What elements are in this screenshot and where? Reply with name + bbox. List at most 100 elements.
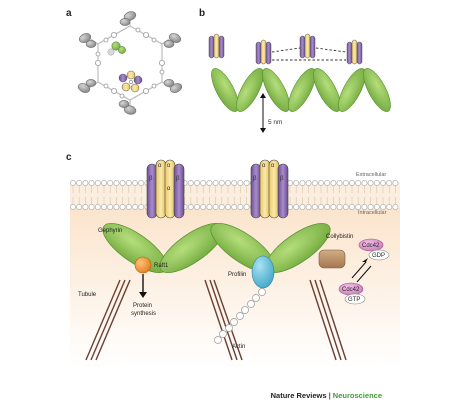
lipid-head <box>231 180 238 186</box>
lipid-head <box>88 180 95 186</box>
lipid-head <box>138 180 145 186</box>
lipid-head <box>187 204 194 210</box>
lipid-head <box>305 180 312 186</box>
lipid-head <box>305 204 312 210</box>
exchange-arrowhead-up <box>362 258 368 262</box>
lipid-head <box>386 204 393 210</box>
panel-b-scale-arrow: 5 nm <box>260 93 282 133</box>
lipid-head <box>237 204 244 210</box>
lipid-head <box>212 204 219 210</box>
lipid-head <box>187 180 194 186</box>
lipid-head <box>373 204 380 210</box>
panel-b-receptors <box>208 33 363 65</box>
lipid-head <box>218 180 225 186</box>
lipid-head <box>125 180 132 186</box>
lipid-head <box>231 204 238 210</box>
publisher-name: Nature Reviews <box>270 391 327 400</box>
subunit-beta-label: β <box>253 176 257 182</box>
subunit-alpha-label: α <box>262 163 266 169</box>
lipid-head <box>386 180 393 186</box>
lipid-head <box>82 180 89 186</box>
membrane-band <box>70 182 400 208</box>
lipid-head <box>94 204 101 210</box>
lipid-head <box>200 180 207 186</box>
tubule-lines <box>85 279 347 361</box>
scale-label: 5 nm <box>268 119 282 126</box>
lipid-head <box>299 204 306 210</box>
lipid-head <box>200 204 207 210</box>
lipid-head <box>194 204 200 210</box>
lipid-head <box>70 204 76 210</box>
lipid-head <box>330 180 337 186</box>
profilin-label: Profilin <box>228 272 246 278</box>
lipid-head <box>355 180 362 186</box>
lipid-head <box>311 180 318 186</box>
lipid-head <box>76 204 83 210</box>
panel-b-label: b <box>199 8 205 19</box>
lipid-head <box>101 204 107 210</box>
journal-credit: Nature Reviews | Neuroscience <box>271 391 382 400</box>
panel-b-side-view: 5 nm <box>208 33 391 133</box>
lipid-head <box>336 204 343 210</box>
credit-separator: | <box>328 391 331 400</box>
lipid-head <box>206 180 213 186</box>
subunit-labels: α α β α β α α β β <box>149 163 284 192</box>
lipid-head <box>206 204 213 210</box>
subunit-alpha-label: α <box>167 163 171 169</box>
cdc42-bottom-label: Cdc42 <box>342 287 360 293</box>
lipid-head <box>324 180 331 186</box>
lipid-head <box>212 180 219 186</box>
raft1-label: Raft1 <box>154 263 169 269</box>
lipid-head <box>324 204 331 210</box>
collybistin-molecule <box>318 249 346 269</box>
protein-synthesis-label-line2: synthesis <box>131 311 156 317</box>
lipid-head <box>132 204 138 210</box>
lipid-head <box>82 204 89 210</box>
protein-synthesis-label-line1: Protein <box>133 303 152 309</box>
lipid-head <box>293 180 300 186</box>
subunit-alpha-label: α <box>167 186 171 192</box>
panel-c-label: c <box>66 152 72 163</box>
subunit-alpha-label: α <box>271 163 275 169</box>
raft1-arrowhead <box>139 292 147 298</box>
cdc42-top-label: Cdc42 <box>362 243 380 249</box>
lipid-head <box>88 204 95 210</box>
tubule-label: Tubule <box>78 292 97 298</box>
lipid-head <box>367 180 374 186</box>
lipid-head <box>373 180 380 186</box>
lipid-head <box>342 204 349 210</box>
lipid-head <box>361 180 368 186</box>
lipid-head <box>70 180 76 186</box>
profilin-molecule <box>251 255 275 289</box>
gdp-label: GDP <box>372 253 385 259</box>
lipid-head <box>243 180 250 186</box>
lipid-head <box>342 180 349 186</box>
panel-c-synapse: Extracellular Intracellular <box>70 159 400 368</box>
lipid-head <box>311 204 318 210</box>
lipid-head <box>107 180 114 186</box>
panel-a-label: a <box>66 8 72 19</box>
lipid-head <box>225 180 231 186</box>
receptor-right <box>250 159 289 219</box>
lipid-head <box>225 204 231 210</box>
subunit-beta-label: β <box>176 176 180 182</box>
lipid-head <box>336 180 343 186</box>
lipid-head <box>237 180 244 186</box>
lipid-head <box>349 180 355 186</box>
lipid-head <box>293 204 300 210</box>
journal-name: Neuroscience <box>332 391 382 400</box>
subunit-beta-label: β <box>149 176 153 182</box>
lipid-head <box>107 204 114 210</box>
gephyrin-label: Gephyrin <box>98 228 122 234</box>
lipid-head <box>361 204 368 210</box>
lipid-head <box>392 180 399 186</box>
actin-label: Actin <box>232 344 245 350</box>
collybistin-label: Collybistin <box>326 234 353 240</box>
lipid-head <box>194 180 200 186</box>
lipid-head <box>138 204 145 210</box>
panel-a-hexagonal-lattice <box>77 11 183 115</box>
lipid-head <box>94 180 101 186</box>
lipid-head <box>349 204 355 210</box>
lipid-head <box>380 204 386 210</box>
